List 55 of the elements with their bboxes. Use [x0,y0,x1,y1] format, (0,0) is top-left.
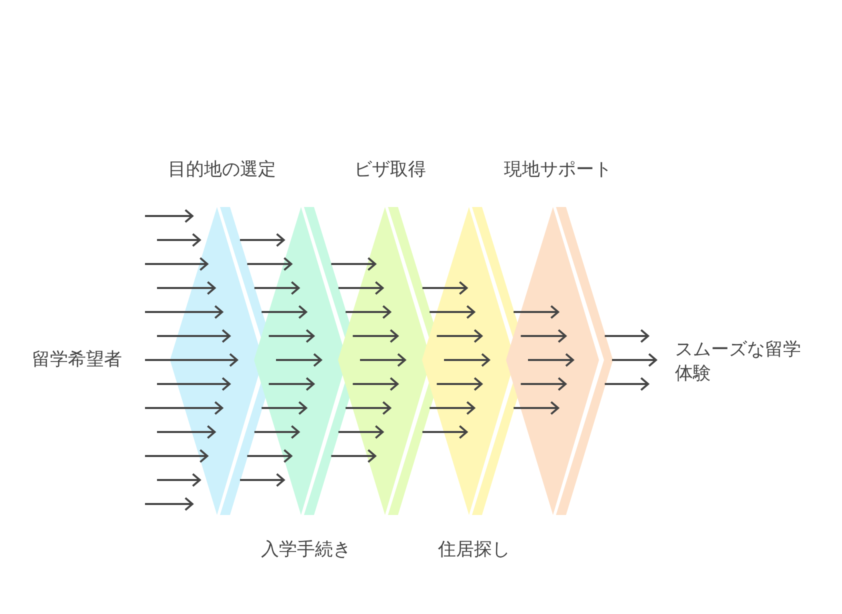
arrow [157,233,201,247]
arrow [331,449,376,463]
arrow [240,473,285,487]
arrow [604,329,650,343]
arrow [268,329,315,343]
arrow [145,209,194,223]
arrow [157,377,231,391]
arrow [157,473,201,487]
arrow [331,257,376,271]
arrow [254,425,300,439]
arrow [422,281,468,295]
arrow [145,353,238,367]
arrow [352,329,399,343]
arrow [338,425,384,439]
arrow [612,353,657,367]
arrow [520,329,567,343]
arrow [262,401,308,415]
arrow [145,401,224,415]
arrow [145,257,208,271]
arrow [145,449,208,463]
arrow [430,305,476,319]
arrow [247,449,292,463]
arrow [346,305,392,319]
arrow [436,329,483,343]
arrow [240,233,285,247]
arrow [145,305,224,319]
endpoint-label: 留学希望者 [32,348,123,372]
arrow [346,401,392,415]
arrow [157,281,216,295]
arrow [444,353,490,367]
arrow [262,305,308,319]
arrow [268,377,315,391]
arrow [514,401,560,415]
arrow [247,257,292,271]
arrow [528,353,574,367]
stage-label: 入学手続き [260,538,352,562]
arrow [157,329,231,343]
arrow [145,497,194,511]
arrow [157,425,216,439]
stage-label: 現地サポート [503,158,613,182]
endpoint-label: スムーズな留学体験 [675,338,802,386]
arrow [514,305,560,319]
arrow [338,281,384,295]
stage-label: ビザ取得 [353,158,427,182]
arrow [430,401,476,415]
stage-label: 住居探し [437,538,511,562]
arrow [604,377,650,391]
arrow [276,353,322,367]
arrow [360,353,406,367]
arrow [352,377,399,391]
arrow [254,281,300,295]
arrow [422,425,468,439]
arrow [520,377,567,391]
stage-label: 目的地の選定 [167,158,277,182]
arrow [436,377,483,391]
